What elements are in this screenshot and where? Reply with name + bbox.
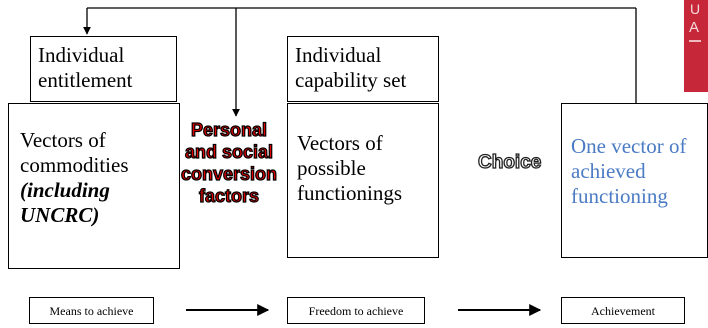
commodities-emphasis-1: (including <box>20 178 110 202</box>
commodities-line-2: commodities <box>20 153 129 177</box>
conversion-factors-label: Personal and social conversion factors <box>174 119 284 207</box>
achieved-line-3: functioning <box>571 184 668 208</box>
commodities-emphasis-2: UNCRC) <box>20 203 100 227</box>
commodities-box: Vectors of commodities (including UNCRC) <box>8 103 180 269</box>
individual-entitlement-box: Individual entitlement <box>30 36 177 102</box>
factor-line-1: Personal <box>190 119 268 140</box>
individual-capability-box: Individual capability set <box>287 36 439 102</box>
factor-line-4: factors <box>198 185 260 206</box>
factor-line-3: conversion <box>180 163 278 184</box>
freedom-to-achieve-label: Freedom to achieve <box>308 304 404 318</box>
means-to-achieve-label: Means to achieve <box>49 304 134 318</box>
commodities-line-1: Vectors of <box>20 128 106 152</box>
factor-line-2: and social <box>184 141 274 162</box>
capability-line-2: capability set <box>295 68 407 92</box>
means-to-achieve-box: Means to achieve <box>29 297 154 324</box>
entitlement-line-2: entitlement <box>38 68 133 92</box>
functionings-line-1: Vectors of <box>297 131 383 155</box>
functionings-line-2: possible <box>297 156 366 180</box>
functionings-box: Vectors of possible functionings <box>287 103 439 258</box>
book-cover-image: U A <box>684 0 708 92</box>
achieved-functioning-box: One vector of achieved functioning <box>561 103 708 258</box>
freedom-to-achieve-box: Freedom to achieve <box>287 297 425 324</box>
achieved-line-1: One vector of <box>571 134 687 158</box>
achievement-label: Achievement <box>591 304 655 318</box>
achievement-box: Achievement <box>561 297 685 324</box>
capability-line-1: Individual <box>295 43 382 67</box>
achieved-line-2: achieved <box>571 159 646 183</box>
entitlement-line-1: Individual <box>38 43 125 67</box>
choice-label: Choice <box>477 151 542 173</box>
functionings-line-3: functionings <box>297 181 402 205</box>
